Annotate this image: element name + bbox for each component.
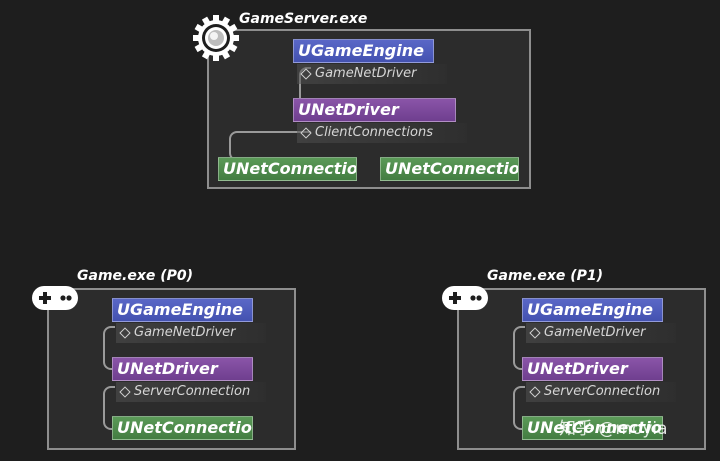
server-engine-node: UGameEngine xyxy=(293,39,434,63)
diamond-icon xyxy=(529,386,541,398)
engine-driver-wire xyxy=(513,326,525,370)
client-p0-driver-prop-label: ServerConnection xyxy=(134,384,251,399)
diamond-icon xyxy=(300,68,312,80)
diamond-icon xyxy=(119,386,131,398)
client-p0-engine-prop: GameNetDriver xyxy=(116,323,266,343)
server-driver-node: UNetDriver xyxy=(293,98,456,122)
engine-driver-wire xyxy=(103,326,115,370)
client-p1-engine-node: UGameEngine xyxy=(522,298,663,322)
watermark: 知乎 @moyia xyxy=(559,419,668,439)
gamepad-icon xyxy=(442,286,488,310)
diamond-icon xyxy=(300,127,312,139)
gear-icon xyxy=(193,15,239,61)
client-p0-driver-node: UNetDriver xyxy=(112,357,253,381)
client-p0-driver-prop: ServerConnection xyxy=(116,382,266,402)
client-p0-connection-node: UNetConnection xyxy=(112,416,253,440)
driver-connection-wire xyxy=(103,386,115,430)
client-p0-title: Game.exe (P0) xyxy=(77,268,194,284)
client-p1-driver-prop: ServerConnection xyxy=(526,382,676,402)
client-p1-connection-node: UNetConnection xyxy=(522,416,663,440)
driver-connection-wire xyxy=(513,386,525,430)
gamepad-icon xyxy=(32,286,78,310)
client-p1-driver-node: UNetDriver xyxy=(522,357,663,381)
diamond-icon xyxy=(119,327,131,339)
server-driver-prop: ClientConnections xyxy=(297,123,467,143)
server-engine-prop: GameNetDriver xyxy=(297,64,447,84)
diamond-icon xyxy=(529,327,541,339)
client-p1-engine-prop: GameNetDriver xyxy=(526,323,676,343)
server-connection-node-2: UNetConnection xyxy=(380,157,519,181)
client-p0-engine-node: UGameEngine xyxy=(112,298,253,322)
server-engine-prop-label: GameNetDriver xyxy=(315,66,417,81)
client-p1-title: Game.exe (P1) xyxy=(487,268,604,284)
server-driver-prop-label: ClientConnections xyxy=(315,125,433,140)
server-connection-node-1: UNetConnection xyxy=(218,157,357,181)
client-p1-engine-prop-label: GameNetDriver xyxy=(544,325,646,340)
client-p1-driver-prop-label: ServerConnection xyxy=(544,384,661,399)
server-title: GameServer.exe xyxy=(239,11,368,27)
client-p0-engine-prop-label: GameNetDriver xyxy=(134,325,236,340)
